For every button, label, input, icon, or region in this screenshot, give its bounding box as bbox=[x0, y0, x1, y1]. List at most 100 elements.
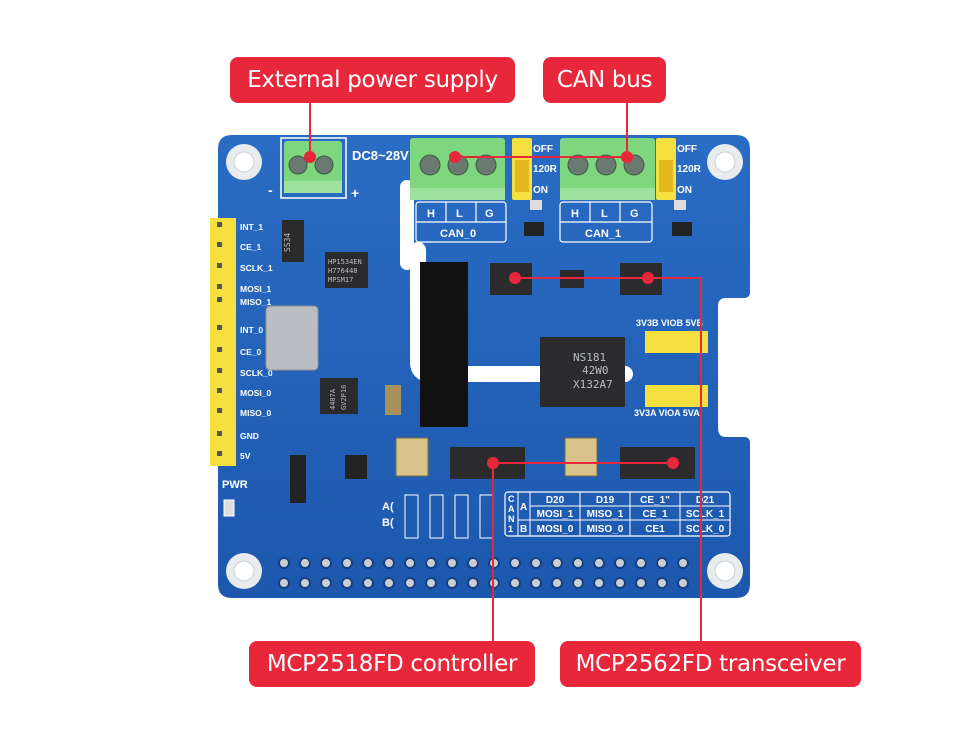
svg-text:H776448: H776448 bbox=[328, 267, 358, 275]
svg-text:GV2P16: GV2P16 bbox=[340, 385, 348, 410]
vio-b-label: 3V3B VIOB 5VB bbox=[636, 318, 704, 328]
gpio-hole bbox=[509, 557, 521, 569]
can0-name: CAN_0 bbox=[440, 228, 476, 240]
isolated-power-module bbox=[420, 262, 468, 427]
table-cell: MISO_1 bbox=[587, 509, 624, 520]
pin-header bbox=[210, 218, 236, 466]
can1-terminal[interactable] bbox=[560, 138, 655, 200]
table-side-label: A bbox=[508, 504, 515, 514]
jumper-120r-can0[interactable] bbox=[512, 138, 532, 200]
header-pin-labels: INT_1CE_1SCLK_1MOSI_1MISO_1INT_0CE_0SCLK… bbox=[217, 222, 273, 461]
jumper0-on: ON bbox=[533, 185, 548, 196]
gpio-hole bbox=[572, 577, 584, 589]
gpio-hole bbox=[341, 557, 353, 569]
header-pin-label: CE_0 bbox=[240, 347, 262, 357]
table-side-label: N bbox=[508, 514, 515, 524]
gpio-hole bbox=[530, 557, 542, 569]
table-cell: CE_1" bbox=[640, 495, 670, 506]
table-cell: D20 bbox=[546, 495, 565, 506]
gpio-hole bbox=[320, 557, 332, 569]
can0-label-box bbox=[415, 201, 507, 243]
gpio-hole bbox=[551, 577, 563, 589]
gpio-hole bbox=[656, 577, 668, 589]
jumper0-120r: 120R bbox=[533, 164, 558, 175]
gpio-hole bbox=[467, 577, 479, 589]
jumper1-on: ON bbox=[677, 185, 692, 196]
gpio-hole bbox=[551, 557, 563, 569]
mosfet-chip: 4407A GV2P16 bbox=[320, 378, 358, 414]
svg-text:HP1534EN: HP1534EN bbox=[328, 258, 362, 266]
gpio-hole bbox=[656, 557, 668, 569]
gpio-hole bbox=[425, 557, 437, 569]
gpio-hole bbox=[383, 577, 395, 589]
gpio-hole bbox=[341, 577, 353, 589]
header-pin-label: SCLK_0 bbox=[240, 368, 273, 378]
table-cell: MOSI_1 bbox=[537, 509, 574, 520]
gpio-hole bbox=[425, 577, 437, 589]
b-mark: B( bbox=[382, 517, 394, 529]
gpio-hole bbox=[446, 577, 458, 589]
gpio-hole bbox=[614, 557, 626, 569]
gpio-hole bbox=[299, 577, 311, 589]
plus-label: + bbox=[351, 185, 359, 201]
vio-a-jumper[interactable] bbox=[645, 385, 708, 407]
table-side-label: 1 bbox=[508, 524, 513, 534]
mounting-holes bbox=[226, 144, 743, 589]
svg-text:X132A7: X132A7 bbox=[573, 378, 613, 391]
jumper-120r-can1[interactable] bbox=[656, 138, 676, 200]
inductor bbox=[265, 305, 319, 371]
pwr-led bbox=[223, 499, 235, 517]
isolator-chip: NS181 42W0 X132A7 bbox=[540, 337, 625, 407]
table-cell: MISO_0 bbox=[587, 524, 624, 535]
table-row-label: B bbox=[520, 524, 527, 535]
callout-can-bus: CAN bus bbox=[543, 57, 666, 103]
table-cell: D19 bbox=[596, 495, 615, 506]
table-side-label: C bbox=[508, 494, 515, 504]
gpio-hole bbox=[593, 577, 605, 589]
jumper1-120r: 120R bbox=[677, 164, 702, 175]
can0-g: G bbox=[485, 208, 494, 220]
gpio-hole bbox=[530, 577, 542, 589]
can0-l: L bbox=[456, 208, 463, 220]
gpio-hole bbox=[446, 557, 458, 569]
table-cell: CE1 bbox=[645, 524, 665, 535]
table-cell: MOSI_0 bbox=[537, 524, 574, 535]
header-pin-label: INT_1 bbox=[240, 222, 263, 232]
diode-marking: SS34 bbox=[283, 233, 292, 252]
jumper1-off: OFF bbox=[677, 144, 697, 155]
can1-name: CAN_1 bbox=[585, 228, 621, 240]
gpio-hole bbox=[635, 557, 647, 569]
sot-transistors bbox=[290, 455, 367, 503]
gpio-hole bbox=[614, 577, 626, 589]
gpio-hole bbox=[404, 557, 416, 569]
can1-label-box bbox=[559, 201, 653, 243]
regulator-chip: HP1534EN H776448 MPSM17 bbox=[325, 252, 368, 288]
vio-b-jumper[interactable] bbox=[645, 331, 708, 353]
table-cell: D21 bbox=[696, 495, 715, 506]
gpio-hole bbox=[299, 557, 311, 569]
header-pin-label: 5V bbox=[240, 451, 251, 461]
capacitor bbox=[385, 385, 401, 415]
table-row-label: A bbox=[520, 502, 527, 513]
callout-controller: MCP2518FD controller bbox=[249, 641, 535, 687]
gpio-hole bbox=[362, 577, 374, 589]
header-pin-label: MISO_1 bbox=[240, 297, 271, 307]
dc-input-label: DC8~28V bbox=[352, 148, 409, 163]
gpio-hole bbox=[677, 557, 689, 569]
gpio-hole bbox=[593, 557, 605, 569]
can0-terminal[interactable] bbox=[410, 138, 505, 200]
gpio-hole bbox=[362, 557, 374, 569]
vio-a-label: 3V3A VIOA 5VA bbox=[634, 408, 700, 418]
table-cell: SCLK_1 bbox=[686, 509, 725, 520]
pcb-slot-2 bbox=[400, 180, 414, 270]
header-pin-label: MISO_0 bbox=[240, 408, 271, 418]
header-pin-label: MOSI_1 bbox=[240, 284, 271, 294]
power-terminal[interactable] bbox=[280, 137, 347, 199]
gpio-hole bbox=[509, 577, 521, 589]
a-mark: A( bbox=[382, 501, 394, 513]
diode-ss34 bbox=[282, 220, 304, 262]
gpio-hole bbox=[635, 577, 647, 589]
header-pin-label: SCLK_1 bbox=[240, 263, 273, 273]
